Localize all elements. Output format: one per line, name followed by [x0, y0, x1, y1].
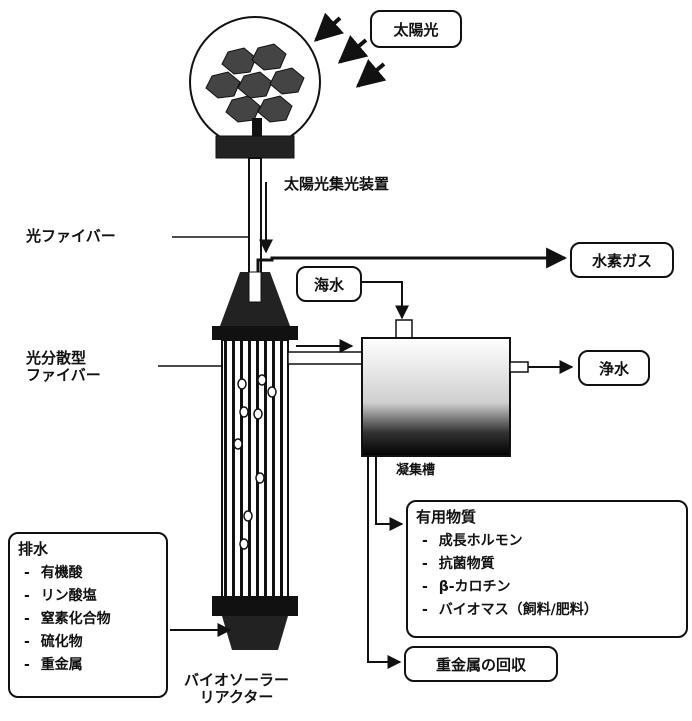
- solar-collector: [189, 16, 321, 159]
- wastewater-item: 硫化物: [24, 631, 158, 651]
- useful-substances-arrow: [375, 456, 404, 531]
- optical-fiber-label: 光ファイバー: [26, 227, 116, 245]
- optical-fiber-cable: [248, 157, 273, 274]
- reactor-label-line1: バイオソーラー: [184, 671, 290, 689]
- heavy-metal-recovery-label: 重金属の回収: [435, 655, 526, 674]
- heavy-metal-recovery-box: 重金属の回収: [404, 646, 558, 682]
- sunlight-label-box: 太陽光: [370, 10, 462, 48]
- useful-item: β-カロチン: [422, 576, 678, 596]
- purified-water-box: 浄水: [578, 350, 650, 386]
- useful-item: 抗菌物質: [422, 553, 678, 573]
- diffusion-fiber-label-line2: ファイバー: [26, 366, 101, 385]
- wastewater-item: 窒素化合物: [24, 608, 158, 628]
- sunlight-arrows: [313, 12, 387, 88]
- useful-item: バイオマス（飼料/肥料）: [422, 599, 678, 619]
- purified-water-label: 浄水: [598, 359, 629, 378]
- sunlight-label: 太陽光: [393, 20, 439, 39]
- settling-tank-label: 凝集槽: [396, 463, 436, 478]
- useful-substances-box: 有用物質 成長ホルモン 抗菌物質 β-カロチン バイオマス（飼料/肥料）: [406, 500, 688, 638]
- reactor-column: [212, 271, 298, 650]
- wastewater-item: リン酸塩: [24, 585, 158, 605]
- seawater-arrow: [362, 281, 409, 320]
- collector-label: 太陽光集光装置: [284, 175, 390, 193]
- useful-substances-title: 有用物質: [416, 508, 477, 526]
- wastewater-box: 排水 有機酸 リン酸塩 窒素化合物 硫化物 重金属: [8, 532, 168, 698]
- wastewater-item: 有機酸: [24, 562, 158, 582]
- seawater-label: 海水: [313, 275, 344, 294]
- wastewater-item: 重金属: [24, 654, 158, 674]
- reactor-to-tank-pipe: [287, 339, 365, 365]
- heavy-metal-arrow: [367, 456, 402, 669]
- useful-item: 成長ホルモン: [422, 530, 678, 550]
- diffusion-fiber-label-line1: 光分散型: [26, 349, 87, 367]
- diffusion-fiber-label: 光分散型 ファイバー: [26, 349, 101, 385]
- settling-tank: [361, 319, 574, 457]
- reactor-label: バイオソーラー リアクター: [184, 671, 290, 707]
- reactor-label-line2: リアクター: [199, 688, 274, 707]
- wastewater-title: 排水: [18, 540, 49, 558]
- hydrogen-gas-arrow: [256, 247, 568, 272]
- hydrogen-gas-box: 水素ガス: [570, 242, 674, 278]
- hydrogen-gas-label: 水素ガス: [591, 251, 652, 270]
- seawater-box: 海水: [296, 266, 362, 302]
